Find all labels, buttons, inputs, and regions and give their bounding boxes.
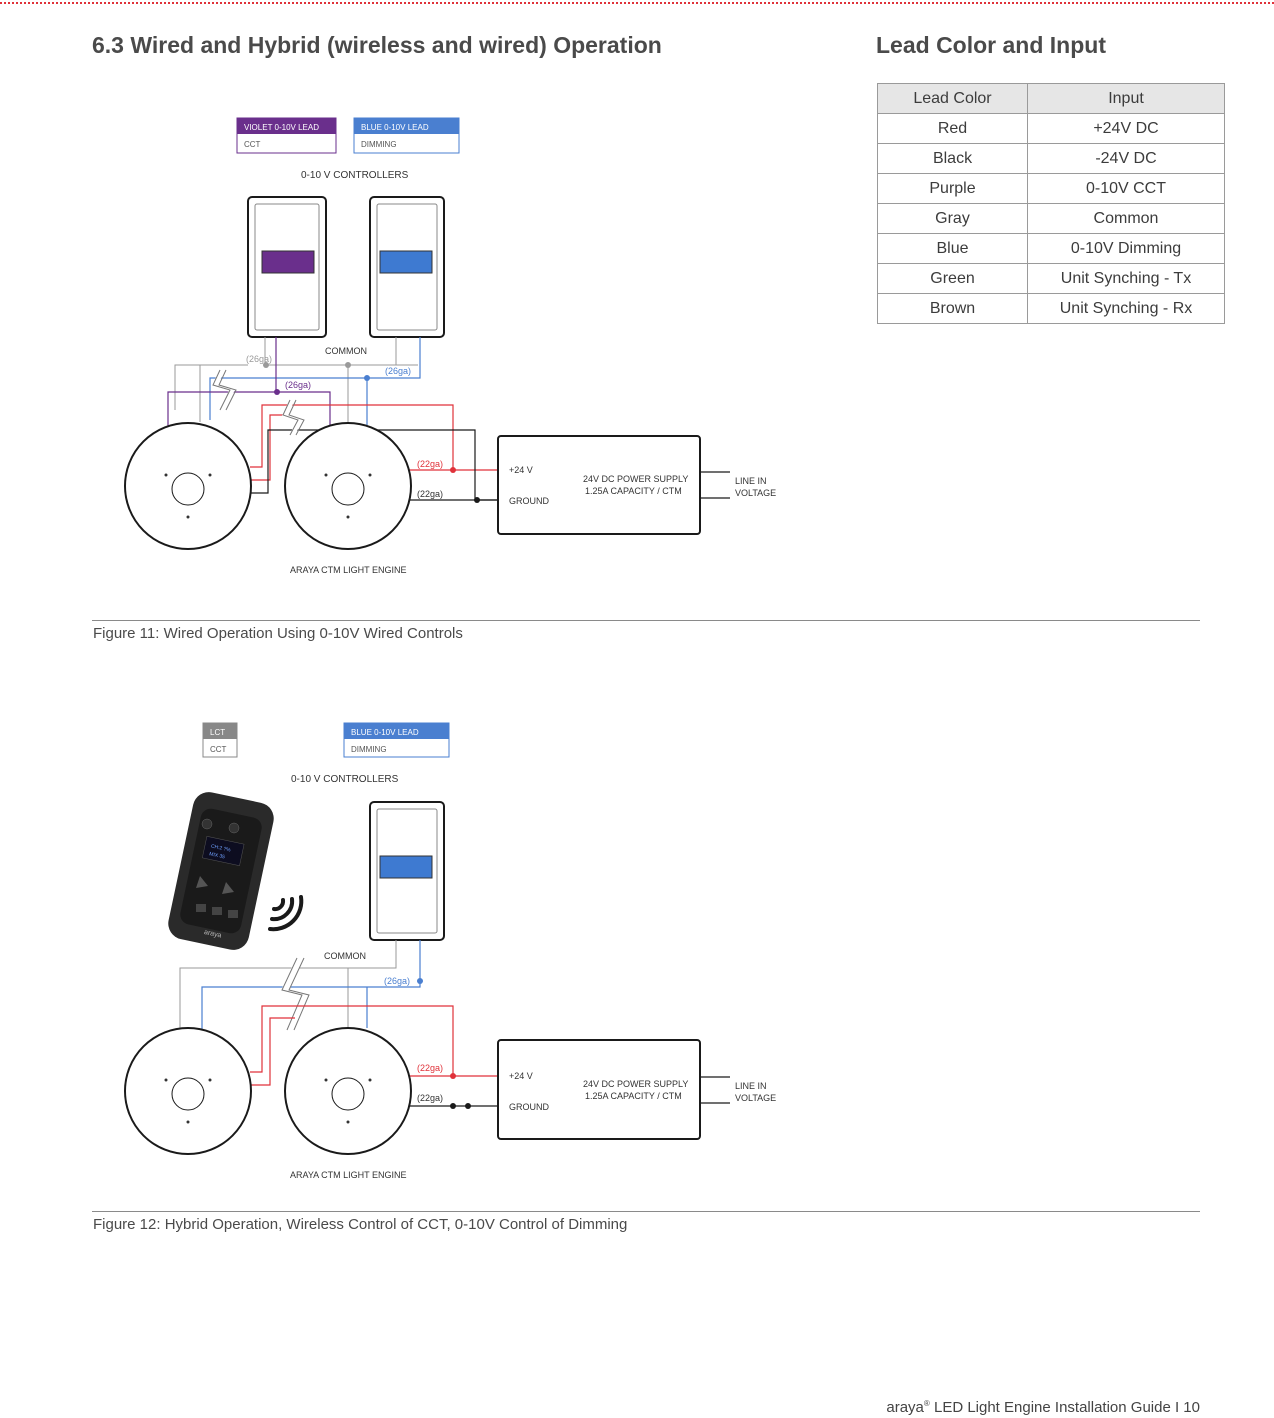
col-header-lead-color: Lead Color bbox=[877, 83, 1028, 114]
line-in-label-2: LINE IN bbox=[735, 1081, 767, 1091]
violet-lead-sub: CCT bbox=[244, 140, 261, 149]
lead-color-cell: Brown bbox=[877, 293, 1028, 324]
blue-lead-label: BLUE 0-10V LEAD bbox=[361, 123, 429, 132]
table-row: Black-24V DC bbox=[877, 143, 1225, 174]
remote-screen-line-1: CH:2 ?% bbox=[210, 843, 231, 853]
voltage-label: VOLTAGE bbox=[735, 488, 776, 498]
violet-gauge-label: (26ga) bbox=[285, 380, 311, 390]
power-supply: +24 V GROUND 24V DC POWER SUPPLY 1.25A C… bbox=[497, 435, 701, 535]
blue-controller bbox=[369, 196, 445, 338]
blue-controller-2 bbox=[369, 801, 445, 941]
lead-color-cell: Green bbox=[877, 263, 1028, 294]
input-cell: -24V DC bbox=[1027, 143, 1225, 174]
input-cell: 0-10V CCT bbox=[1027, 173, 1225, 204]
plus24-label-2: +24 V bbox=[509, 1071, 533, 1081]
light-engine-right-2 bbox=[284, 1027, 412, 1155]
input-cell: 0-10V Dimming bbox=[1027, 233, 1225, 264]
lct-label: LCT bbox=[210, 728, 225, 737]
footer-reg-mark: ® bbox=[923, 1399, 930, 1408]
figure-12-wiring-diagram: LCT CCT BLUE 0-10V LEAD DIMMING 0-10 V C… bbox=[124, 722, 776, 1180]
lead-color-cell: Black bbox=[877, 143, 1028, 174]
engine-label-2: ARAYA CTM LIGHT ENGINE bbox=[290, 1170, 407, 1180]
figure-11-wiring-diagram: VIOLET 0-10V LEAD CCT BLUE 0-10V LEAD DI… bbox=[124, 117, 776, 575]
ground-label: GROUND bbox=[509, 496, 549, 506]
figure-11-caption: Figure 11: Wired Operation Using 0-10V W… bbox=[93, 625, 463, 642]
plus24-label: +24 V bbox=[509, 465, 533, 475]
wireless-remote: CH:2 ?% MIX 35 araya bbox=[168, 792, 274, 950]
blue-lead-legend-2: BLUE 0-10V LEAD DIMMING bbox=[343, 722, 450, 758]
lead-color-cell: Purple bbox=[877, 173, 1028, 204]
remote-brand: araya bbox=[203, 929, 222, 940]
figure-12-caption: Figure 12: Hybrid Operation, Wireless Co… bbox=[93, 1216, 628, 1233]
lead-color-cell: Red bbox=[877, 113, 1028, 144]
violet-controller bbox=[247, 196, 327, 338]
lct-legend: LCT CCT bbox=[202, 722, 238, 758]
lct-sub: CCT bbox=[210, 745, 227, 754]
common-wiring bbox=[167, 337, 421, 432]
line-in-label: LINE IN bbox=[735, 476, 767, 486]
lead-table-heading: Lead Color and Input bbox=[876, 32, 1106, 58]
input-cell: Unit Synching - Rx bbox=[1027, 293, 1225, 324]
page-footer: araya® LED Light Engine Installation Gui… bbox=[886, 1399, 1200, 1416]
wireless-signal-icon bbox=[268, 895, 304, 932]
figure-11-rule bbox=[92, 620, 1200, 621]
blue-lead-sub-2: DIMMING bbox=[351, 745, 387, 754]
light-engine-left bbox=[124, 422, 252, 550]
common-label: COMMON bbox=[325, 346, 367, 356]
controllers-label: 0-10 V CONTROLLERS bbox=[301, 170, 409, 181]
psu-label-1: 24V DC POWER SUPPLY bbox=[583, 474, 688, 484]
power-supply-2: +24 V GROUND 24V DC POWER SUPPLY 1.25A C… bbox=[497, 1039, 701, 1140]
input-cell: Unit Synching - Tx bbox=[1027, 263, 1225, 294]
footer-brand: araya bbox=[886, 1399, 924, 1416]
table-header-row: Lead Color Input bbox=[877, 83, 1225, 114]
light-engine-left-2 bbox=[124, 1027, 252, 1155]
psu-label-2: 1.25A CAPACITY / CTM bbox=[585, 486, 682, 496]
common-wiring-2 bbox=[179, 940, 421, 1030]
common-label-2: COMMON bbox=[324, 951, 366, 961]
engine-label: ARAYA CTM LIGHT ENGINE bbox=[290, 565, 407, 575]
section-heading: 6.3 Wired and Hybrid (wireless and wired… bbox=[92, 32, 662, 58]
psu-label-1-2: 24V DC POWER SUPPLY bbox=[583, 1079, 688, 1089]
remote-screen-line-2: MIX 35 bbox=[209, 851, 226, 860]
violet-lead-legend: VIOLET 0-10V LEAD CCT bbox=[236, 117, 337, 154]
blue-lead-legend: BLUE 0-10V LEAD DIMMING bbox=[353, 117, 460, 154]
lead-color-table: Lead Color Input Red+24V DC Black-24V DC… bbox=[877, 83, 1225, 324]
figure-12-rule bbox=[92, 1211, 1200, 1212]
top-dotted-rule bbox=[0, 2, 1274, 4]
blue-lead-sub: DIMMING bbox=[361, 140, 397, 149]
blue-gauge-label: (26ga) bbox=[385, 366, 411, 376]
input-cell: Common bbox=[1027, 203, 1225, 234]
controllers-label-2: 0-10 V CONTROLLERS bbox=[291, 774, 399, 785]
black-gauge-label-2: (22ga) bbox=[417, 1093, 443, 1103]
gray-gauge-label: (26ga) bbox=[246, 354, 272, 364]
lead-color-cell: Blue bbox=[877, 233, 1028, 264]
ground-label-2: GROUND bbox=[509, 1102, 549, 1112]
red-gauge-label-2: (22ga) bbox=[417, 1063, 443, 1073]
lead-color-cell: Gray bbox=[877, 203, 1028, 234]
blue-gauge-label-2: (26ga) bbox=[384, 976, 410, 986]
red-gauge-label: (22ga) bbox=[417, 459, 443, 469]
light-engine-right bbox=[284, 422, 412, 550]
blue-lead-label-2: BLUE 0-10V LEAD bbox=[351, 728, 419, 737]
table-row: Red+24V DC bbox=[877, 113, 1225, 144]
voltage-label-2: VOLTAGE bbox=[735, 1093, 776, 1103]
footer-title: LED Light Engine Installation Guide I 10 bbox=[929, 1399, 1200, 1416]
psu-label-2-2: 1.25A CAPACITY / CTM bbox=[585, 1091, 682, 1101]
black-gauge-label: (22ga) bbox=[417, 489, 443, 499]
violet-lead-label: VIOLET 0-10V LEAD bbox=[244, 123, 319, 132]
col-header-input: Input bbox=[1027, 83, 1225, 114]
input-cell: +24V DC bbox=[1027, 113, 1225, 144]
